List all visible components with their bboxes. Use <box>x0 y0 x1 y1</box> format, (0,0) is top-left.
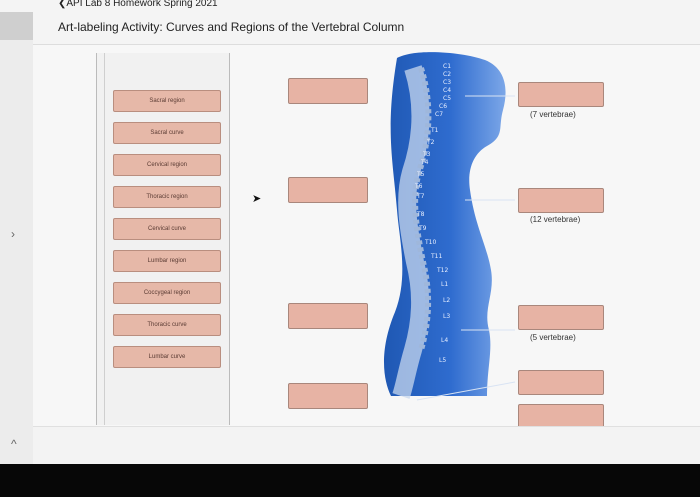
label-chip-thoracic-curve[interactable]: Thoracic curve <box>113 314 221 336</box>
collapse-caret-icon[interactable]: ^ <box>11 437 17 451</box>
lumbar-count-label: (5 vertebrae) <box>530 333 576 342</box>
spine-curve <box>392 65 430 399</box>
label-chip-lumbar-curve[interactable]: Lumbar curve <box>113 346 221 368</box>
dropzone-left-1[interactable] <box>288 78 368 104</box>
dropzone-right-5[interactable] <box>518 404 604 429</box>
cervical-count-label: (7 vertebrae) <box>530 110 576 119</box>
vertebra-label: T9 <box>418 225 427 232</box>
label-chip-cervical-region[interactable]: Cervical region <box>113 154 221 176</box>
vertebral-column-illustration: C1 C2 C3 C4 C5 C6 C7 T1 T2 T3 T4 T5 T6 T… <box>384 52 516 401</box>
vertebra-label: L4 <box>441 337 448 344</box>
label-chip-cervical-curve[interactable]: Cervical curve <box>113 218 221 240</box>
dropzone-right-1[interactable] <box>518 82 604 107</box>
dropzone-left-3[interactable] <box>288 303 368 329</box>
thoracic-count-label: (12 vertebrae) <box>530 215 581 224</box>
vertebra-label: T6 <box>414 183 423 190</box>
label-chip-lumbar-region[interactable]: Lumbar region <box>113 250 221 272</box>
gutter-tab[interactable] <box>0 12 33 40</box>
top-bar: ❮API Lab 8 Homework Spring 2021 <box>0 0 700 12</box>
vertebra-label: C5 <box>443 95 451 102</box>
label-bank: Sacral region Sacral curve Cervical regi… <box>96 53 230 425</box>
vertebra-label: C4 <box>443 87 451 94</box>
dropzone-left-2[interactable] <box>288 177 368 203</box>
vertebra-label: L3 <box>443 313 450 320</box>
left-gutter: › ^ <box>0 12 33 464</box>
labeling-workspace: Sacral region Sacral curve Cervical regi… <box>33 44 700 427</box>
page-title: Art-labeling Activity: Curves and Region… <box>58 20 405 34</box>
vertebra-label: C2 <box>443 71 451 78</box>
vertebra-label: T11 <box>430 253 442 260</box>
vertebra-label: T12 <box>436 267 448 274</box>
vertebra-label: L5 <box>439 357 446 364</box>
dropzone-right-4[interactable] <box>518 370 604 395</box>
vertebra-label: T5 <box>416 171 425 178</box>
mouse-cursor-icon: ➤ <box>252 193 262 205</box>
vertebra-label: C7 <box>435 111 443 118</box>
vertebra-label: T2 <box>426 139 435 146</box>
vertebra-label: T4 <box>420 159 429 166</box>
label-chip-sacral-curve[interactable]: Sacral curve <box>113 122 221 144</box>
vertebra-label: T10 <box>424 239 436 246</box>
vertebra-label: T8 <box>416 211 425 218</box>
bank-divider <box>104 53 105 425</box>
vertebra-label: L1 <box>441 281 448 288</box>
vertebra-label: C6 <box>439 103 447 110</box>
vertebra-label: L2 <box>443 297 450 304</box>
vertebra-label: T7 <box>416 193 425 200</box>
vertebra-label: T1 <box>430 127 439 134</box>
vertebrae-segments <box>412 67 432 351</box>
dropzone-right-3[interactable] <box>518 305 604 330</box>
label-chip-thoracic-region[interactable]: Thoracic region <box>113 186 221 208</box>
vertebra-label: C1 <box>443 63 451 70</box>
label-chip-coccygeal-region[interactable]: Coccygeal region <box>113 282 221 304</box>
dropzone-right-2[interactable] <box>518 188 604 213</box>
vertebra-label: T3 <box>422 151 431 158</box>
sacral-guide-line <box>416 381 516 401</box>
expand-chevron-icon[interactable]: › <box>11 227 15 241</box>
label-chip-sacral-region[interactable]: Sacral region <box>113 90 221 112</box>
dropzone-left-4[interactable] <box>288 383 368 409</box>
course-back-link[interactable]: ❮API Lab 8 Homework Spring 2021 <box>58 0 218 9</box>
vertebra-label: C3 <box>443 79 451 86</box>
activity-footer <box>33 426 700 467</box>
taskbar-strip <box>0 464 700 497</box>
